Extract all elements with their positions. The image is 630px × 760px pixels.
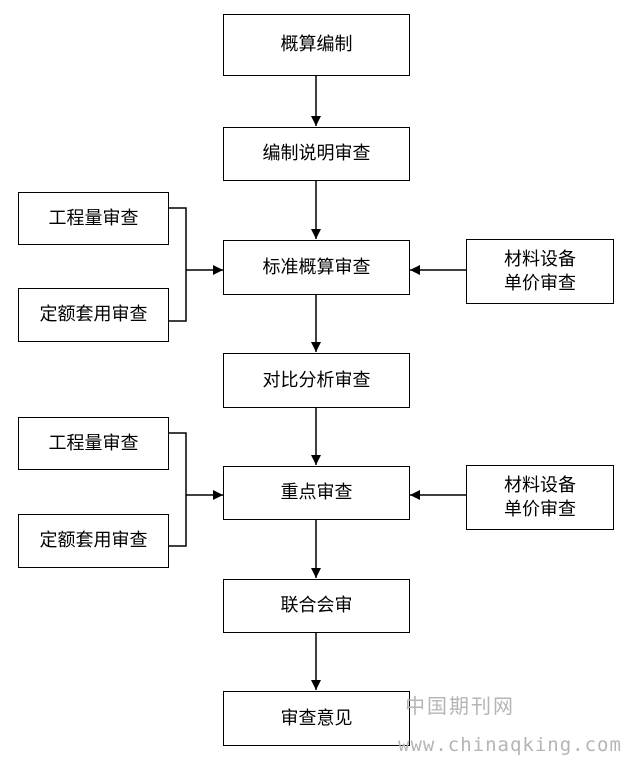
box-standard-review-label: 标准概算审查: [262, 256, 371, 278]
box-quantity-review-bottom: 工程量审查: [18, 417, 169, 470]
box-material-price-review-top-line2: 单价审查: [504, 272, 576, 294]
watermark-chinese: 中国期刊网: [405, 694, 515, 718]
box-quota-review-top: 定额套用审查: [18, 288, 169, 342]
box-material-price-review-top-line1: 材料设备: [504, 248, 576, 270]
box-joint-review-label: 联合会审: [280, 595, 353, 616]
box-quota-review-top-label: 定额套用审查: [39, 304, 148, 325]
box-review-opinion-label: 审查意见: [280, 707, 353, 729]
box-description-review: 编制说明审查: [223, 127, 410, 181]
box-comparison-review: 对比分析审查: [223, 353, 410, 408]
box-comparison-review-label: 对比分析审查: [262, 369, 371, 391]
box-review-opinion: 审查意见: [223, 691, 410, 746]
box-quantity-review-top-label: 工程量审查: [48, 207, 139, 229]
box-material-price-review-bottom-line1: 材料设备: [504, 474, 576, 496]
watermark-url: www.chinaqking.com: [398, 734, 622, 756]
box-material-price-review-bottom: 材料设备 单价审查: [466, 465, 614, 530]
box-joint-review: 联合会审: [223, 579, 410, 633]
bracket-left-bottom: [169, 432, 187, 547]
box-budget-compilation-label: 概算编制: [280, 34, 353, 55]
box-key-review-label: 重点审查: [280, 482, 353, 503]
box-budget-compilation: 概算编制: [223, 14, 410, 76]
box-standard-review: 标准概算审查: [223, 240, 410, 295]
box-key-review: 重点审查: [223, 466, 410, 520]
box-description-review-label: 编制说明审查: [262, 143, 371, 164]
box-quota-review-bottom: 定额套用审查: [18, 514, 169, 568]
box-material-price-review-bottom-line2: 单价审查: [504, 498, 576, 520]
box-quota-review-bottom-label: 定额套用审查: [39, 530, 148, 551]
box-quantity-review-top: 工程量审查: [18, 192, 169, 245]
box-material-price-review-top: 材料设备 单价审查: [466, 239, 614, 304]
box-quantity-review-bottom-label: 工程量审查: [48, 432, 139, 454]
bracket-left-top: [169, 207, 187, 322]
